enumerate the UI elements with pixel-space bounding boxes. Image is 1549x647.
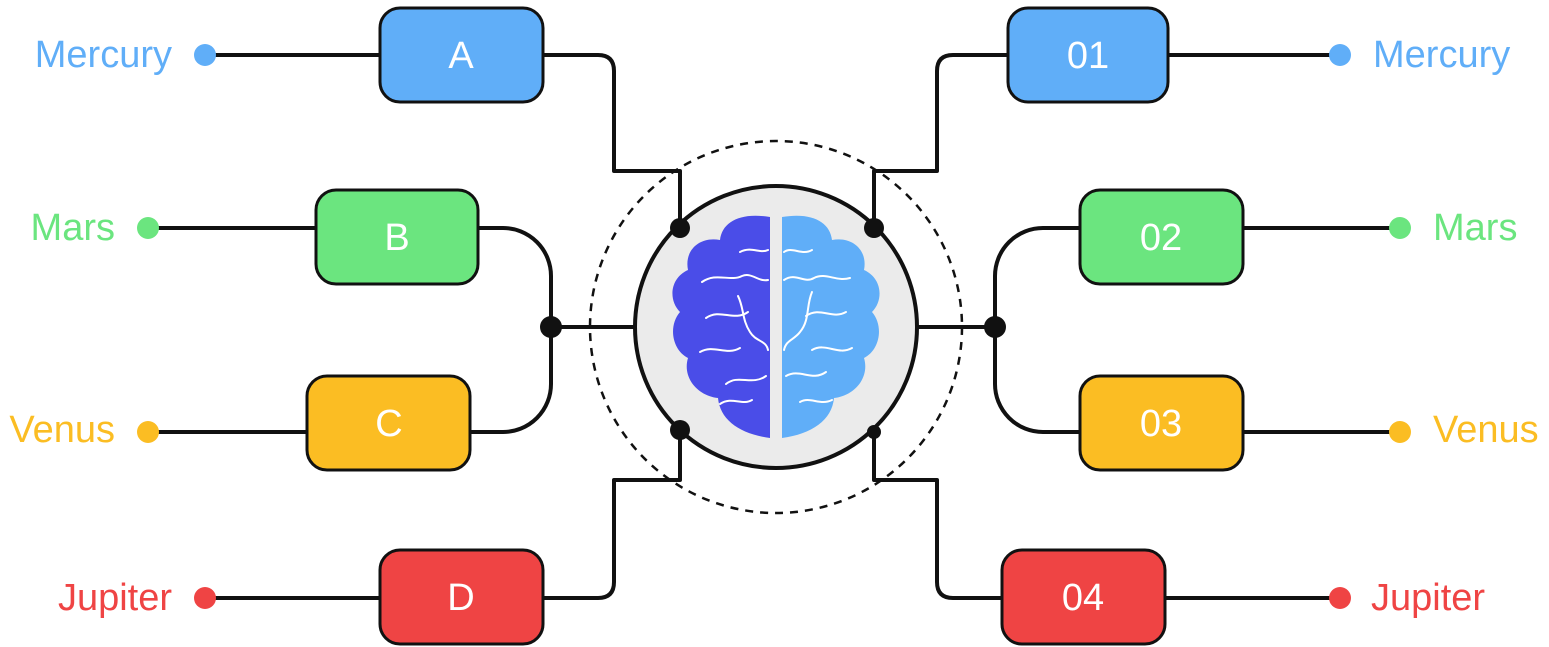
label-right-mercury: Mercury — [1373, 34, 1510, 76]
dot-right-mars — [1389, 217, 1411, 239]
dot-right-venus — [1389, 421, 1411, 443]
label-right-jupiter: Jupiter — [1371, 577, 1485, 619]
box-03: 03 — [1078, 374, 1245, 472]
dot-right-mercury — [1329, 44, 1351, 66]
box-b-label: B — [384, 217, 409, 259]
hub-dot-top-left — [670, 218, 690, 238]
box-04-label: 04 — [1062, 577, 1104, 619]
label-right-mars: Mars — [1433, 207, 1517, 249]
brain-right-hemisphere — [782, 215, 880, 438]
brain-icon — [672, 215, 880, 438]
box-a: A — [378, 6, 545, 104]
box-d-label: D — [447, 577, 474, 619]
box-d: D — [378, 548, 545, 646]
hub-dot-top-right — [864, 218, 884, 238]
box-b: B — [314, 188, 480, 286]
wire-box-a-to-hub — [543, 53, 682, 228]
box-01-label: 01 — [1067, 35, 1109, 77]
dot-left-jupiter — [194, 587, 216, 609]
box-03-label: 03 — [1140, 403, 1182, 445]
box-02-label: 02 — [1140, 217, 1182, 259]
label-right-venus: Venus — [1433, 409, 1539, 451]
wire-box-04-to-hub — [872, 430, 1002, 600]
hub-dot-bottom-left — [670, 420, 690, 440]
dot-left-mercury — [194, 44, 216, 66]
hub-dot-bottom-right — [867, 425, 881, 439]
box-04: 04 — [1000, 548, 1167, 646]
bracket-dot-right — [984, 316, 1006, 338]
box-c-label: C — [375, 403, 402, 445]
label-left-jupiter: Jupiter — [58, 577, 172, 619]
box-02: 02 — [1078, 188, 1245, 286]
dot-left-mars — [137, 217, 159, 239]
wire-box-d-to-hub — [543, 430, 682, 600]
dot-left-venus — [137, 421, 159, 443]
label-left-mercury: Mercury — [35, 34, 172, 76]
box-a-label: A — [448, 35, 474, 77]
label-left-venus: Venus — [9, 409, 115, 451]
dot-right-jupiter — [1329, 587, 1351, 609]
label-left-mars: Mars — [31, 207, 115, 249]
wire-0203-bracket — [993, 226, 1080, 434]
box-01: 01 — [1006, 6, 1170, 104]
box-c: C — [305, 374, 472, 472]
brain-left-hemisphere — [672, 215, 770, 438]
wire-bc-bracket — [470, 226, 553, 434]
wire-box-01-to-hub — [872, 53, 1008, 228]
bracket-dot-left — [540, 316, 562, 338]
